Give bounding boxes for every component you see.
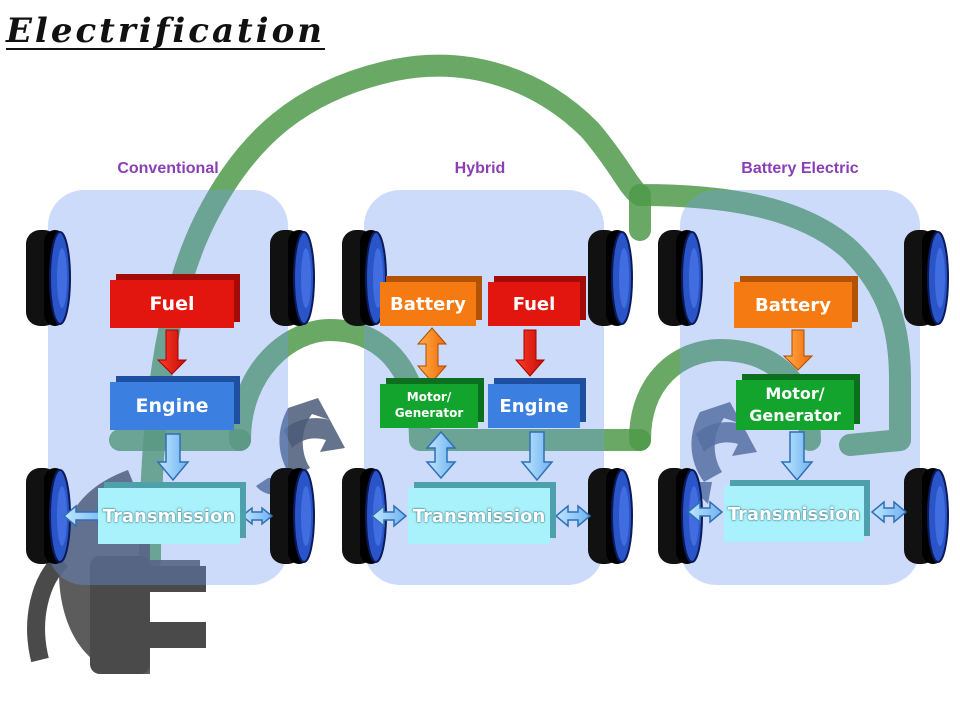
engine-label: Engine [499,395,569,417]
wheel-icon [904,230,949,326]
transmission-box-electric: Transmission [724,486,864,542]
wheel-icon [342,230,387,326]
motor-label-line2: Generator [394,406,464,420]
wheel-icon [26,230,71,326]
wheel-icon [588,230,633,326]
battery-label: Battery [755,294,831,316]
motor-generator-box-electric: Motor/ Generator [736,380,854,430]
section-label-battery-electric: Battery Electric [741,160,859,177]
engine-label: Engine [135,395,209,417]
section-label-hybrid: Hybrid [454,160,506,177]
wheel-icon [588,468,633,564]
motor-label-line1: Motor/ [406,390,452,405]
fuel-box-conventional: Fuel [110,280,234,328]
fuel-label: Fuel [149,293,195,315]
wheel-icon [270,230,315,326]
engine-box-conventional: Engine [110,382,234,430]
transmission-label: Transmission [727,503,861,525]
fuel-label: Fuel [512,293,556,315]
motor-label-line1: Motor/ [765,384,825,404]
wheel-icon [904,468,949,564]
wheel-icon [658,468,703,564]
wheel-icon [658,230,703,326]
wheel-icon [270,468,315,564]
motor-label-line2: Generator [749,406,841,425]
section-label-conventional: Conventional [117,160,219,177]
transmission-label: Transmission [412,505,546,527]
battery-label: Battery [390,293,466,315]
wheel-icon [26,468,71,564]
battery-box-hybrid: Battery [380,282,476,326]
engine-box-hybrid: Engine [488,384,580,428]
page-title: Electrification [6,11,325,51]
transmission-box-conventional: Transmission [98,488,240,544]
motor-generator-box-hybrid: Motor/ Generator [380,384,478,428]
fuel-box-hybrid: Fuel [488,282,580,326]
transmission-label: Transmission [102,505,236,527]
transmission-box-hybrid: Transmission [408,488,550,544]
wheel-icon [342,468,387,564]
battery-box-electric: Battery [734,282,852,328]
